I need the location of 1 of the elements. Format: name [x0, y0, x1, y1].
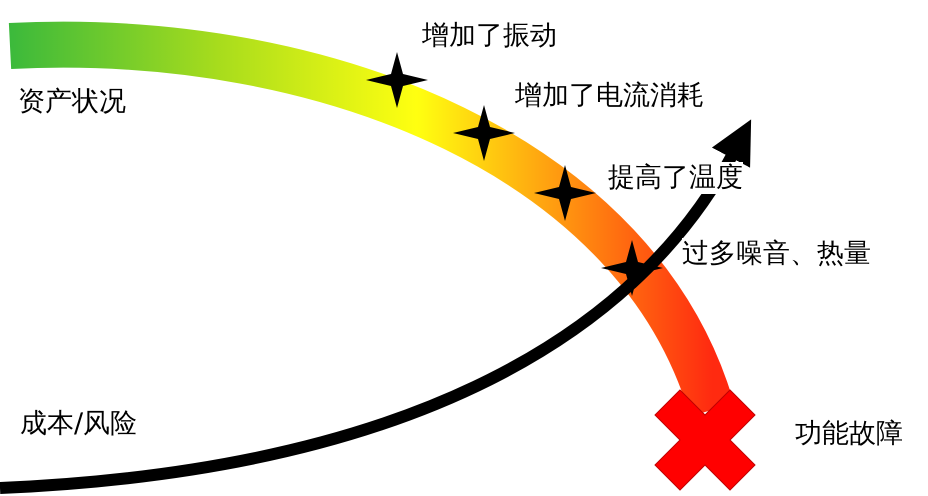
symptom-label: 提高了温度: [608, 162, 743, 194]
